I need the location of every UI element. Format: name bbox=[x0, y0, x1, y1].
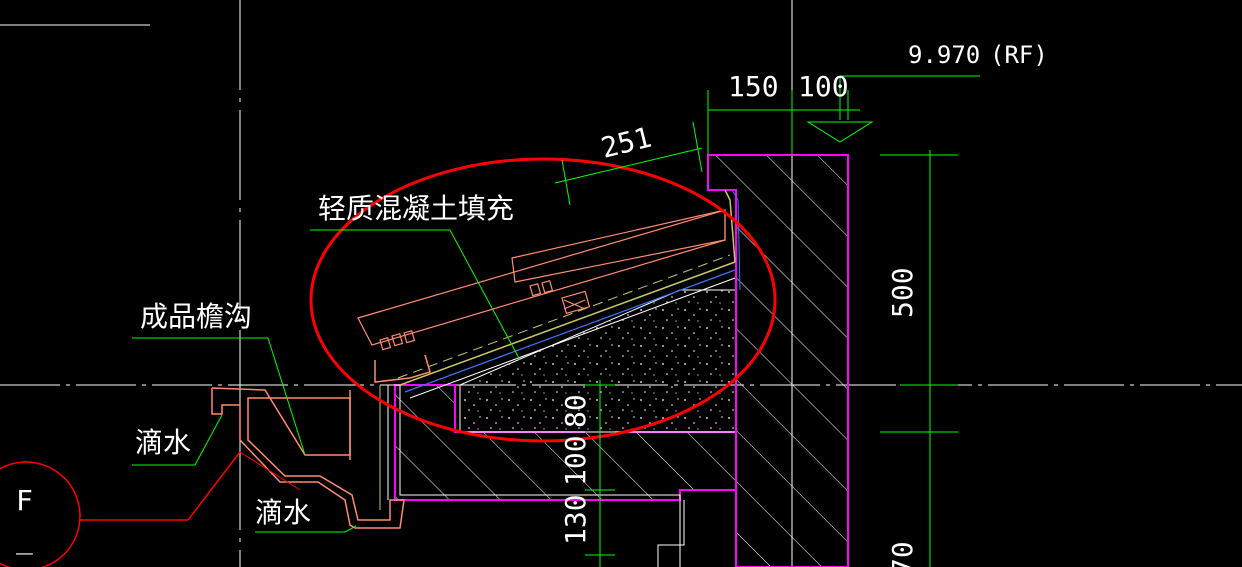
dim-251: 251 bbox=[598, 121, 655, 165]
elevation-tag: (RF) bbox=[990, 41, 1048, 69]
dim-70: 70 bbox=[886, 541, 919, 567]
elevation-value: 9.970 bbox=[908, 41, 980, 69]
roof-tiles bbox=[357, 209, 726, 351]
roof-layers bbox=[397, 189, 741, 399]
dim-80: 80 bbox=[559, 394, 592, 428]
grid-bubble-f bbox=[0, 451, 301, 567]
eave-gutter bbox=[211, 354, 431, 529]
label-drip-1: 滴水 bbox=[135, 426, 191, 459]
dim-130: 130 bbox=[559, 494, 592, 545]
dim-100-mid: 100 bbox=[559, 435, 592, 486]
highlight-ellipse bbox=[309, 157, 777, 443]
label-drip-2: 滴水 bbox=[255, 496, 311, 529]
leader-lines bbox=[132, 229, 521, 533]
grid-axis-sub: _ bbox=[16, 522, 33, 556]
dim-100-top: 100 bbox=[798, 70, 849, 103]
grid-axis-label: F bbox=[16, 484, 33, 517]
label-finished-gutter: 成品檐沟 bbox=[140, 300, 252, 333]
dimension-lines bbox=[554, 75, 980, 567]
dim-150: 150 bbox=[728, 70, 779, 103]
dim-500: 500 bbox=[886, 267, 919, 318]
label-lightweight-concrete-fill: 轻质混凝土填充 bbox=[318, 192, 514, 225]
